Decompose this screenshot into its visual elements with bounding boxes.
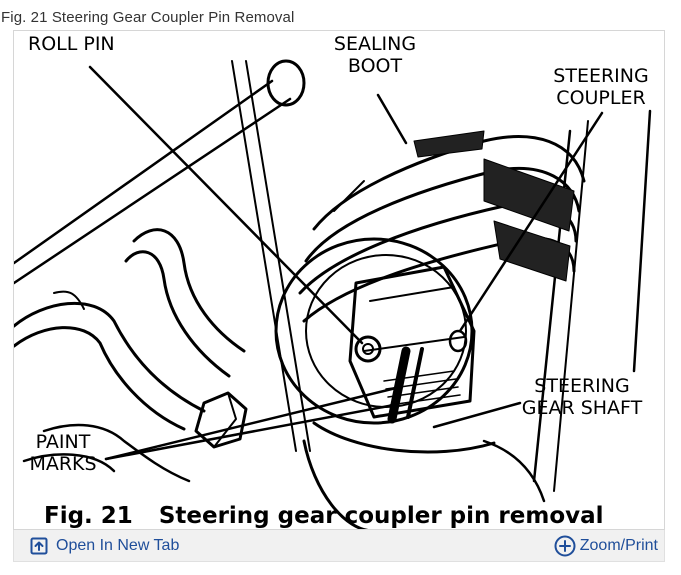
coupler-body [369,286,455,302]
leader-roll-pin [88,65,364,345]
diagram-frame: ROLL PIN SEALING BOOT STEERING COUPLER S… [13,30,665,530]
pipe-outline [14,79,274,265]
leader-sealing-boot [376,93,408,145]
roll-pin-hole [354,335,382,363]
open-in-new-tab-button[interactable]: Open In New Tab [30,534,179,558]
gear-housing [302,439,370,529]
tube-outline [14,301,206,413]
coupler-body [348,265,476,419]
tube-outline [42,423,191,483]
roll-pin-hole [362,343,374,355]
boot-shade [483,158,575,232]
label-steering-gear-shaft-line-2: GEAR SHAFT [521,397,643,419]
pipe-end [266,59,306,107]
label-sealing-boot-line-2: BOOT [347,55,403,77]
boot-rim [274,237,474,425]
open-new-tab-icon [30,537,48,555]
image-toolbar: Open In New Tab Zoom/Print [13,530,665,562]
label-steering-gear-shaft-line-1: STEERING [534,375,630,397]
label-paint-marks-line-1: PAINT [35,431,91,453]
gear-shaft-mark [387,346,411,424]
label-steering-coupler-line-1: STEERING [553,65,649,87]
boot-fold [333,180,365,212]
leader-steering-coupler [458,111,604,333]
boot-shade [493,220,571,282]
figure-number: Fig. 21 [44,503,133,529]
gear-teeth [383,370,461,406]
label-paint-marks: PAINT MARKS [24,431,102,475]
gear-housing [312,421,496,454]
figure-title: Steering gear coupler pin removal [158,503,604,529]
tube-outline [14,326,186,431]
tube-outline [53,290,85,310]
zoom-plus-icon [554,535,576,557]
figure-caption: Fig. 21 Steering Gear Coupler Pin Remova… [1,9,295,26]
gear-housing [482,439,546,503]
diagram-illustration [14,59,652,529]
label-roll-pin: ROLL PIN [28,33,115,55]
tube-outline [132,228,246,353]
boot-shade [413,130,485,158]
tube-outline [124,250,231,378]
frame-line [553,120,589,492]
zoom-print-label: Zoom/Print [579,537,658,554]
frame-line [231,60,297,452]
label-roll-pin-text: ROLL PIN [28,33,115,55]
leader-gear-shaft [432,401,522,429]
coupler-bolt [448,329,468,353]
boot-fold [304,166,581,263]
zoom-print-button[interactable]: Zoom/Print [554,534,658,558]
diagram-caption: Fig. 21 Steering gear coupler pin removal [44,503,604,529]
label-paint-marks-line-2: MARKS [29,453,97,475]
label-steering-coupler: STEERING COUPLER [546,65,656,109]
label-sealing-boot: SEALING BOOT [328,33,422,77]
label-sealing-boot-line-1: SEALING [333,33,417,55]
label-steering-coupler-line-2: COUPLER [556,87,646,109]
leader-paint-marks [104,385,402,461]
label-steering-gear-shaft: STEERING GEAR SHAFT [514,375,650,419]
open-in-new-tab-label: Open In New Tab [56,537,180,554]
tube-outline [22,453,116,473]
gear-shaft-mark [406,347,424,419]
frame-line [632,109,652,373]
leader-paint-marks [104,403,396,461]
